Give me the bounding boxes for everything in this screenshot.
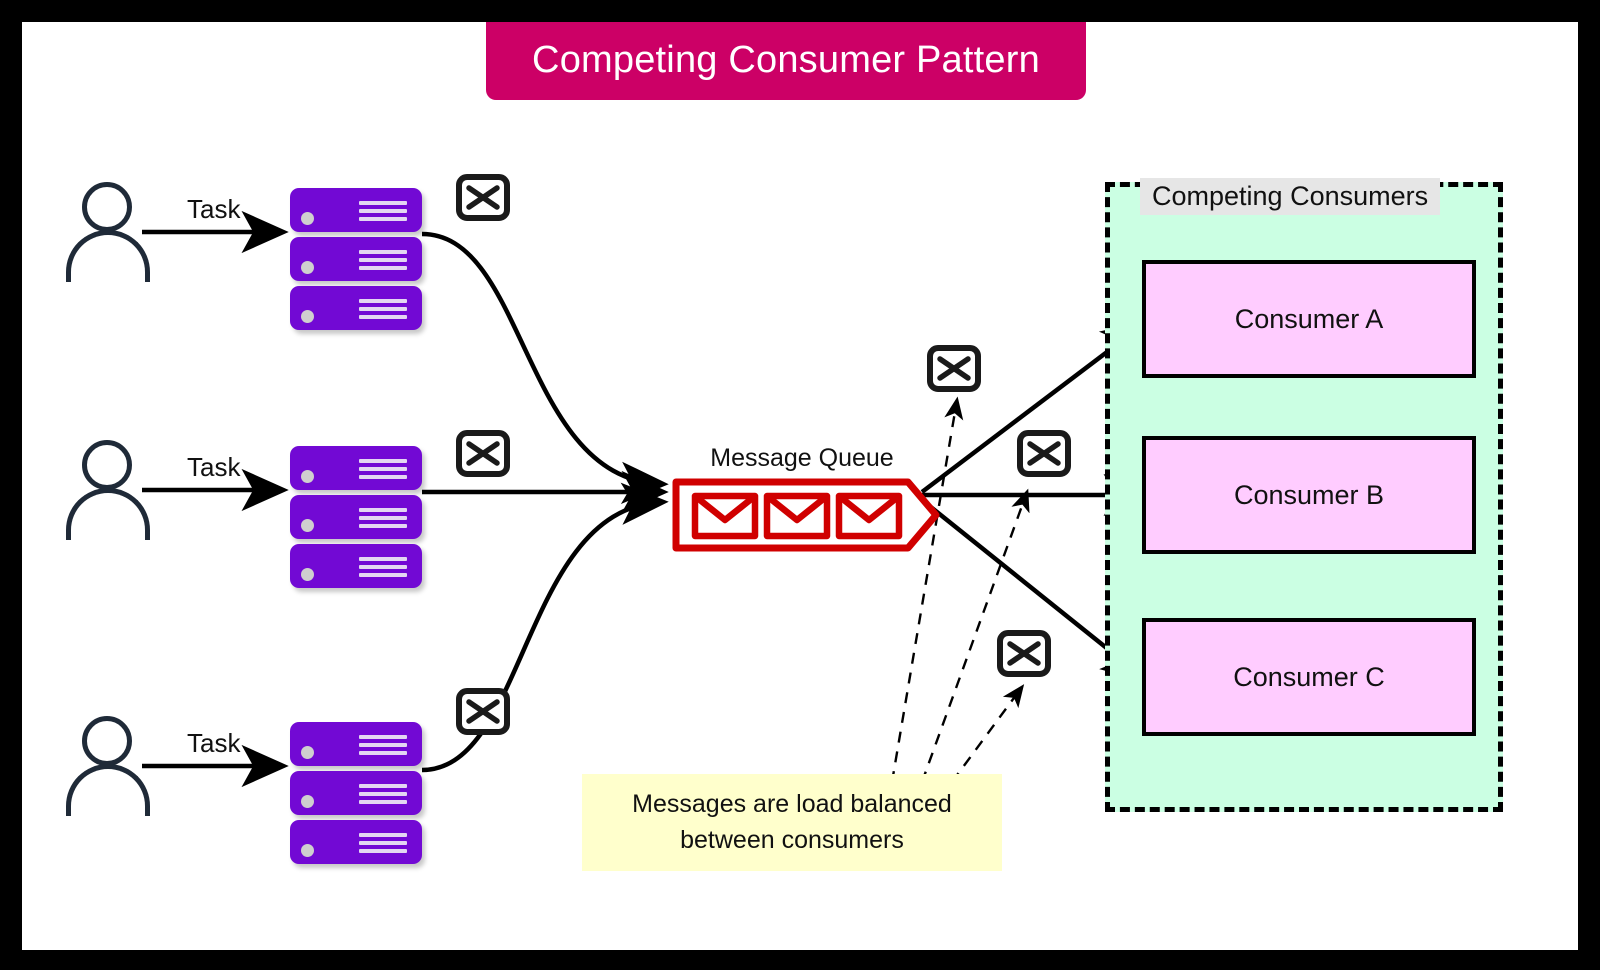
user-body	[66, 488, 150, 540]
server-lines	[359, 201, 407, 225]
server-unit	[290, 544, 422, 588]
diagram-canvas: Competing Consumer Pattern	[22, 22, 1578, 950]
server-unit	[290, 188, 422, 232]
mail-icon-producer-2	[456, 430, 510, 477]
server-unit	[290, 771, 422, 815]
user-icon	[66, 716, 150, 816]
server-led	[301, 212, 314, 225]
consumer-box-b[interactable]: Consumer B	[1142, 436, 1476, 554]
server-lines	[359, 250, 407, 274]
server-led	[301, 310, 314, 323]
task-label-1: Task	[187, 194, 241, 224]
server-led	[301, 470, 314, 483]
server-led	[301, 261, 314, 274]
producer-server-stack-3[interactable]	[290, 722, 422, 869]
note-line-1: Messages are load balanced	[632, 790, 952, 818]
server-lines	[359, 833, 407, 857]
server-led	[301, 519, 314, 532]
message-envelope	[763, 492, 831, 540]
message-envelope	[691, 492, 759, 540]
consumer-label-b: Consumer B	[1233, 479, 1385, 510]
mail-icon-delivery-c	[997, 630, 1051, 677]
server-led	[301, 795, 314, 808]
competing-consumers-label: Competing Consumers	[1140, 178, 1441, 215]
server-unit	[290, 722, 422, 766]
server-lines	[359, 459, 407, 483]
message-queue-shape	[672, 478, 940, 552]
load-balance-note: Messages are load balanced between consu…	[582, 774, 1002, 871]
consumer-box-c[interactable]: Consumer C	[1142, 618, 1476, 736]
server-lines	[359, 299, 407, 323]
consumer-box-a[interactable]: Consumer A	[1142, 260, 1476, 378]
server-unit	[290, 286, 422, 330]
task-label-3: Task	[187, 728, 241, 758]
server-led	[301, 568, 314, 581]
user-body	[66, 764, 150, 816]
consumer-label-a: Consumer A	[1234, 303, 1384, 334]
user-body	[66, 230, 150, 282]
server-lines	[359, 508, 407, 532]
page-title: Competing Consumer Pattern	[532, 38, 1040, 81]
message-queue[interactable]: Message Queue	[672, 444, 940, 552]
consumer-label-c: Consumer C	[1233, 661, 1385, 692]
producer-server-stack-1[interactable]	[290, 188, 422, 335]
server-lines	[359, 735, 407, 759]
user-head	[82, 182, 132, 232]
mail-icon-delivery-b	[1017, 430, 1071, 477]
mail-icon-producer-3	[456, 688, 510, 735]
server-unit	[290, 446, 422, 490]
server-lines	[359, 784, 407, 808]
server-led	[301, 746, 314, 759]
task-label-2: Task	[187, 452, 241, 482]
server-unit	[290, 237, 422, 281]
server-lines	[359, 557, 407, 581]
user-head	[82, 440, 132, 490]
server-led	[301, 844, 314, 857]
note-line-2: between consumers	[680, 826, 904, 855]
producer-server-stack-2[interactable]	[290, 446, 422, 593]
server-unit	[290, 495, 422, 539]
message-envelope	[835, 492, 903, 540]
user-icon	[66, 440, 150, 540]
title-banner: Competing Consumer Pattern	[486, 22, 1086, 100]
note-callout-3	[951, 684, 1025, 783]
mail-icon-producer-1	[456, 174, 510, 221]
mail-icon-delivery-a	[927, 345, 981, 392]
user-icon	[66, 182, 150, 282]
server-unit	[290, 820, 422, 864]
message-queue-label: Message Queue	[710, 444, 894, 472]
user-head	[82, 716, 132, 766]
